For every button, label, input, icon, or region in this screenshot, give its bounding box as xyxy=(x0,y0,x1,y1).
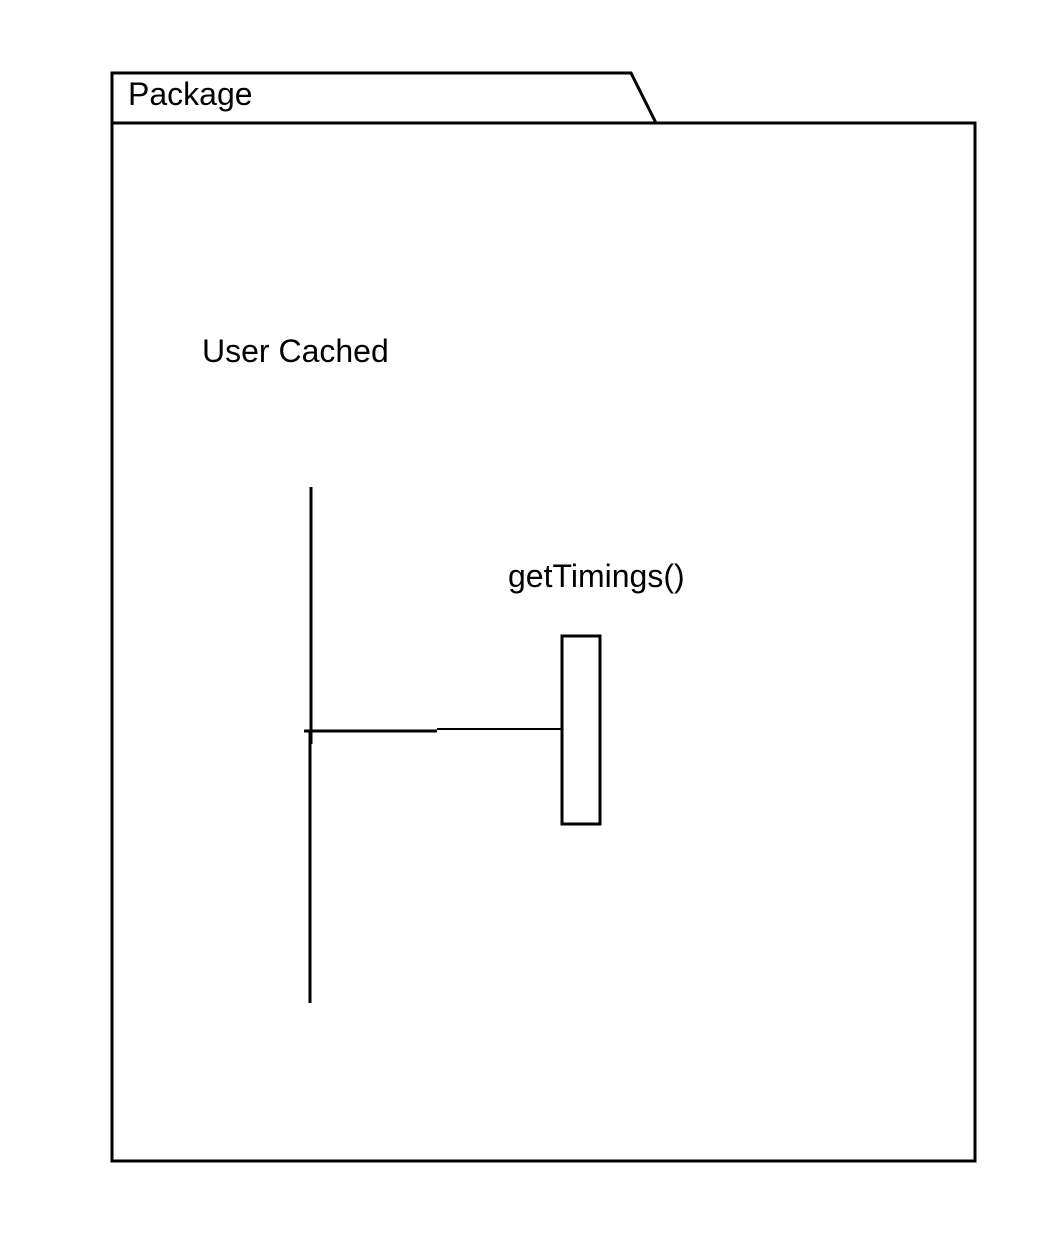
lifeline-label: User Cached xyxy=(202,333,389,369)
message-label: getTimings() xyxy=(508,558,685,594)
package-body xyxy=(110,121,977,1163)
package-tab xyxy=(110,71,658,124)
activation-box xyxy=(560,634,602,826)
package-title: Package xyxy=(128,76,253,112)
